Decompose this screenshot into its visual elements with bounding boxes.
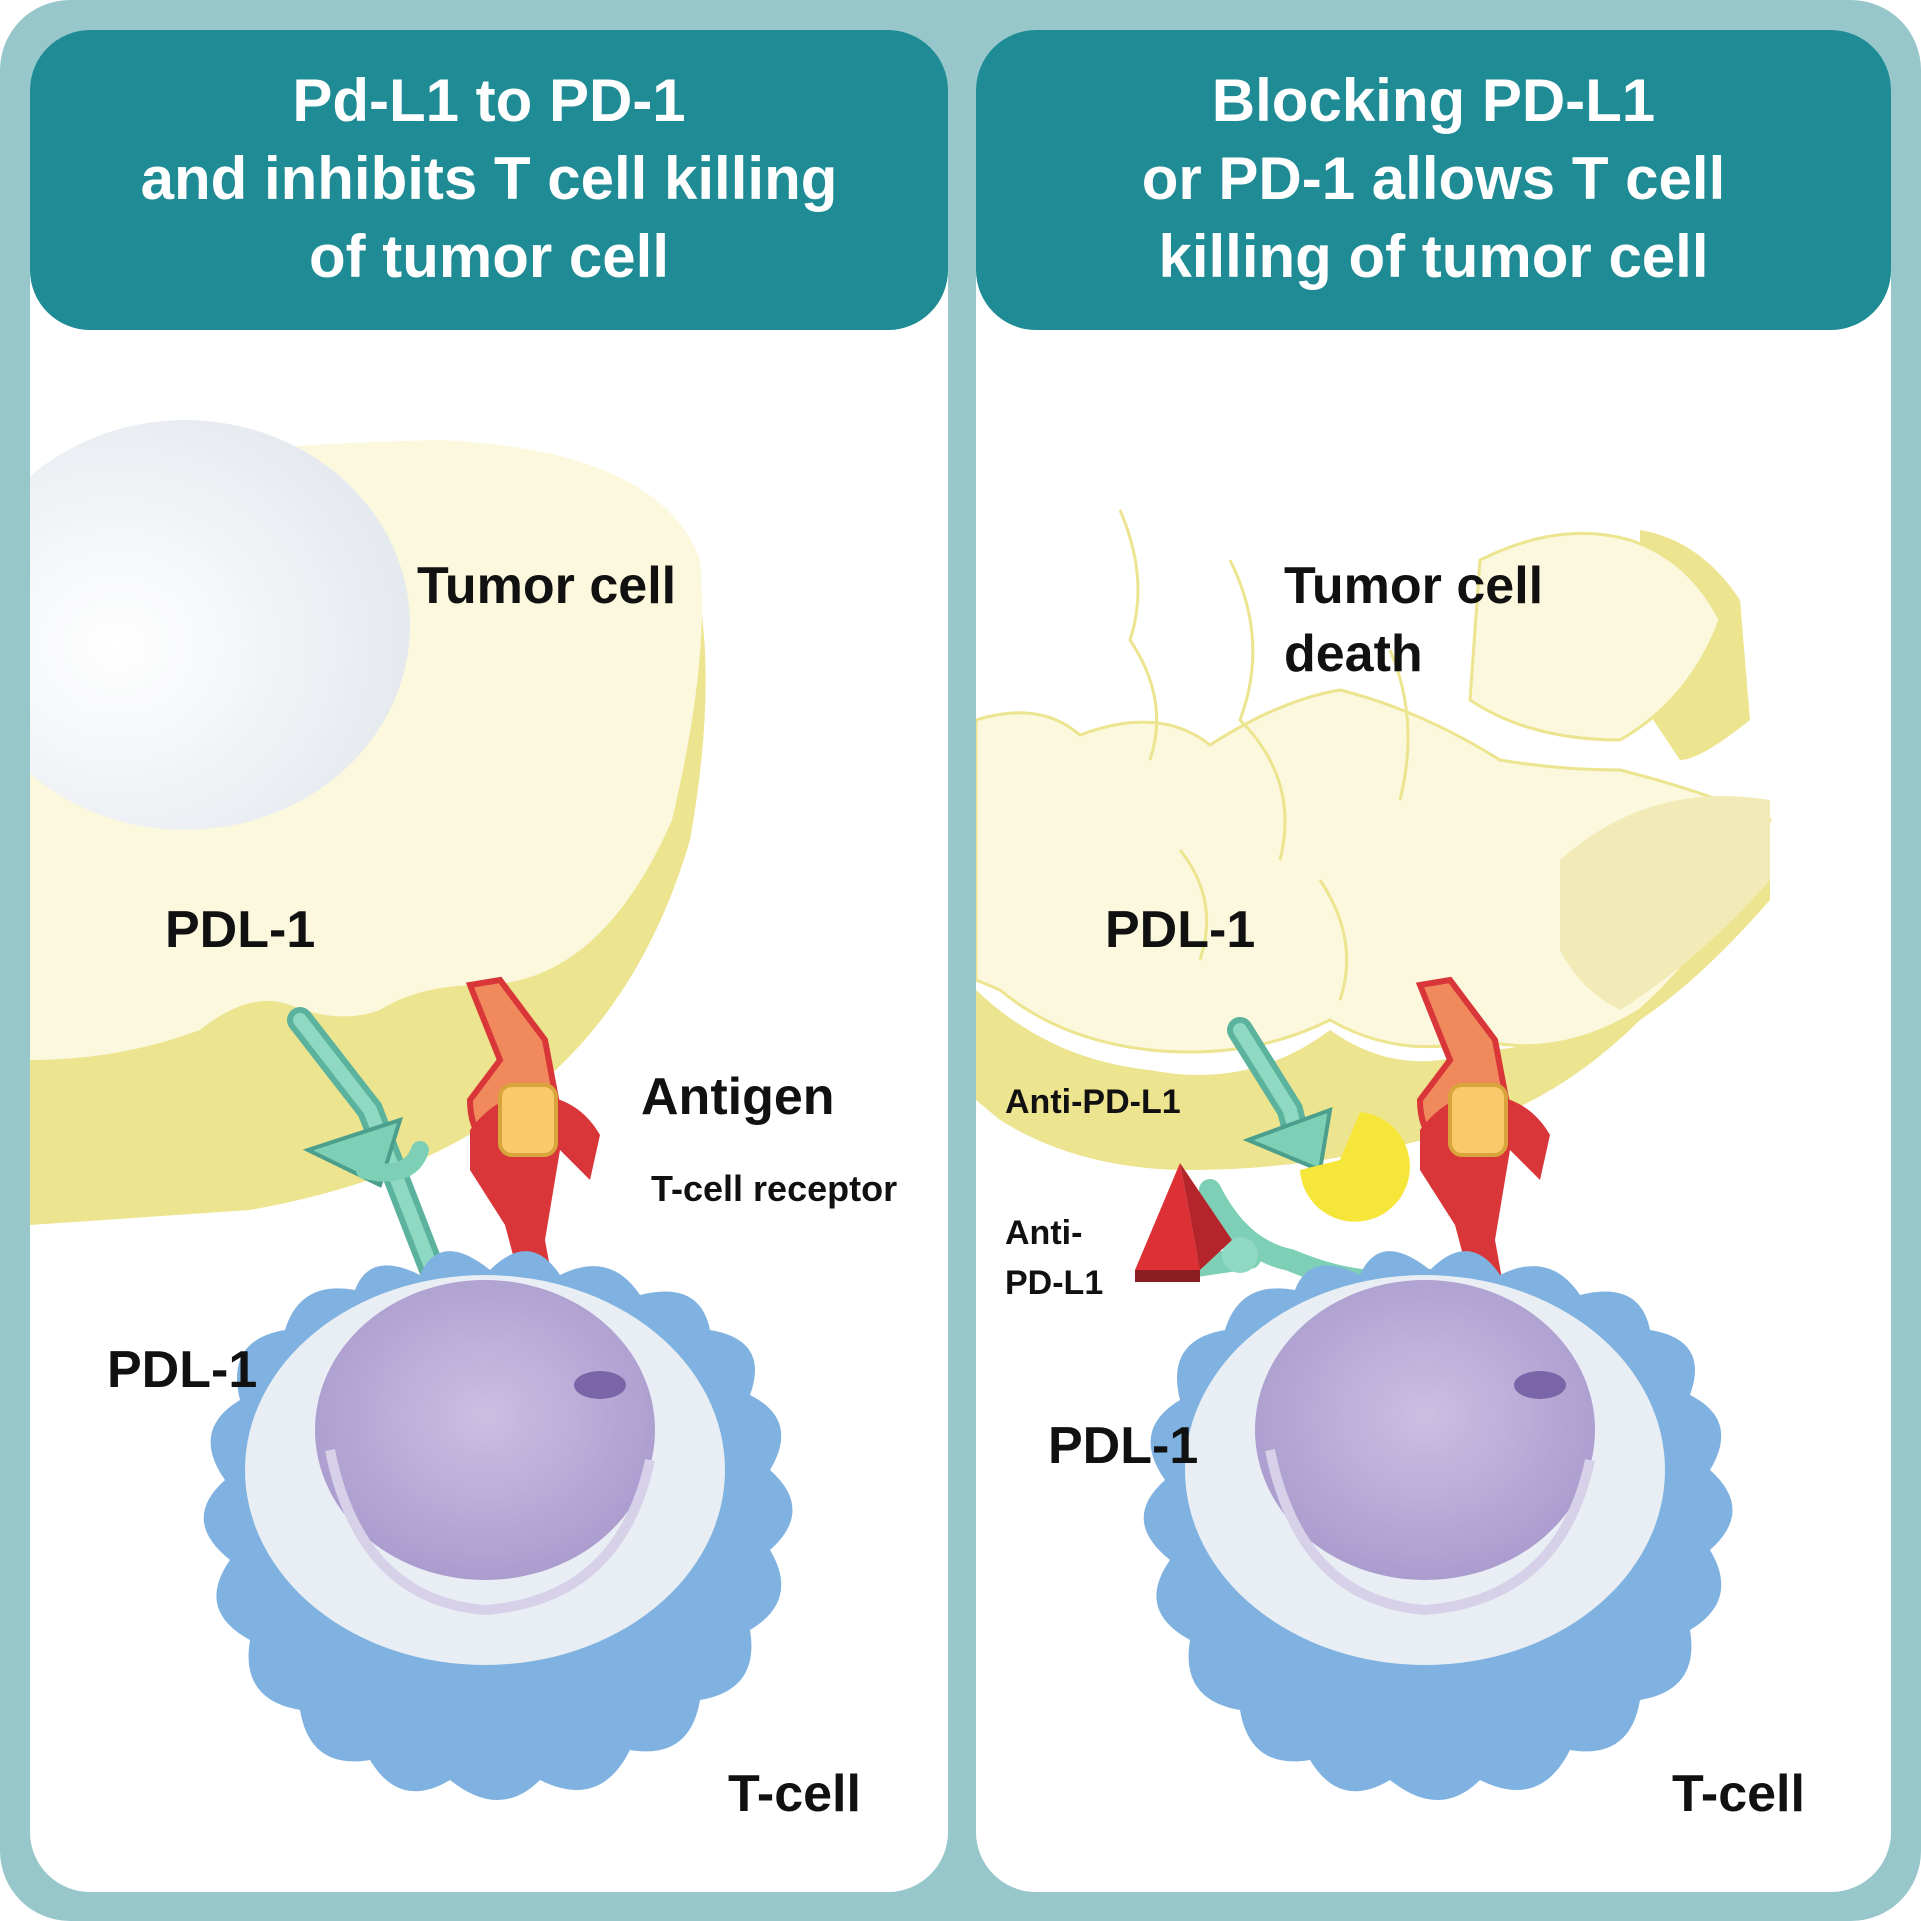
left-title-line-1: Pd-L1 to PD-1 xyxy=(292,67,686,134)
anti-pdl1-red-antibody xyxy=(1135,1163,1441,1294)
left-panel xyxy=(30,30,948,1892)
tcell-label-right: T-cell xyxy=(1672,1765,1805,1823)
t-cell-left xyxy=(203,1251,793,1800)
t-cell-nucleus xyxy=(315,1280,655,1580)
right-title-bar xyxy=(976,30,1891,330)
right-title-line-3: killing of tumor cell xyxy=(1158,223,1709,290)
pdl1-upper-label-left: PDL-1 xyxy=(165,901,316,959)
pdl1-lower-label-right: PDL-1 xyxy=(1048,1417,1199,1475)
right-panel-title: Blocking PD-L1 or PD-1 allows T cell kil… xyxy=(1006,62,1861,296)
pdl1-upper-label-right: PDL-1 xyxy=(1105,901,1256,959)
right-panel xyxy=(976,30,1891,1892)
anti-pdl1-line-1: Anti- xyxy=(1005,1214,1083,1252)
antigen-left xyxy=(498,1083,558,1157)
t-cell-nucleolus xyxy=(1514,1371,1566,1399)
pd1-receptor-left xyxy=(287,1007,453,1303)
tumor-cell-label: Tumor cell xyxy=(417,557,677,615)
tcell-label-left: T-cell xyxy=(728,1765,861,1823)
right-title-line-2: or PD-1 allows T cell xyxy=(1141,145,1726,212)
tumor-fragment-shard xyxy=(1468,531,1722,742)
fragmented-tumor-cell xyxy=(976,509,1772,1170)
anti-pdl1-stacked-label: Anti- PD-L1 xyxy=(1005,1208,1103,1308)
left-title-line-2: and inhibits T cell killing xyxy=(140,145,838,212)
tcr-label: T-cell receptor xyxy=(651,1168,898,1209)
right-title-line-1: Blocking PD-L1 xyxy=(1211,67,1656,134)
tumor-cell-death-label: Tumor cell death xyxy=(1284,552,1543,688)
tumor-death-line-1: Tumor cell xyxy=(1284,557,1544,615)
t-cell-nucleus xyxy=(1255,1280,1595,1580)
left-title-line-3: of tumor cell xyxy=(308,223,670,290)
antigen-right xyxy=(1448,1083,1508,1157)
tumor-fragment-rim xyxy=(976,820,1770,1170)
tcr-complex-right xyxy=(1415,976,1550,1300)
anti-pdl1-line-2: PD-L1 xyxy=(1005,1264,1104,1302)
tumor-death-line-2: death xyxy=(1284,625,1423,683)
tcr-complex-left xyxy=(465,976,600,1300)
anti-pdl1-label: Anti-PD-L1 xyxy=(1005,1083,1181,1121)
pd1-receptor-right xyxy=(1227,1017,1410,1222)
t-cell-right xyxy=(1143,1251,1733,1800)
left-title-bar xyxy=(30,30,948,330)
left-panel-title: Pd-L1 to PD-1 and inhibits T cell killin… xyxy=(60,62,918,296)
anti-pdl1-yellow-antibody xyxy=(1300,1112,1410,1222)
antigen-label: Antigen xyxy=(641,1068,835,1126)
t-cell-nucleolus xyxy=(574,1371,626,1399)
tumor-cell-nucleus xyxy=(30,420,410,830)
pdl1-lower-label-left: PDL-1 xyxy=(107,1341,258,1399)
